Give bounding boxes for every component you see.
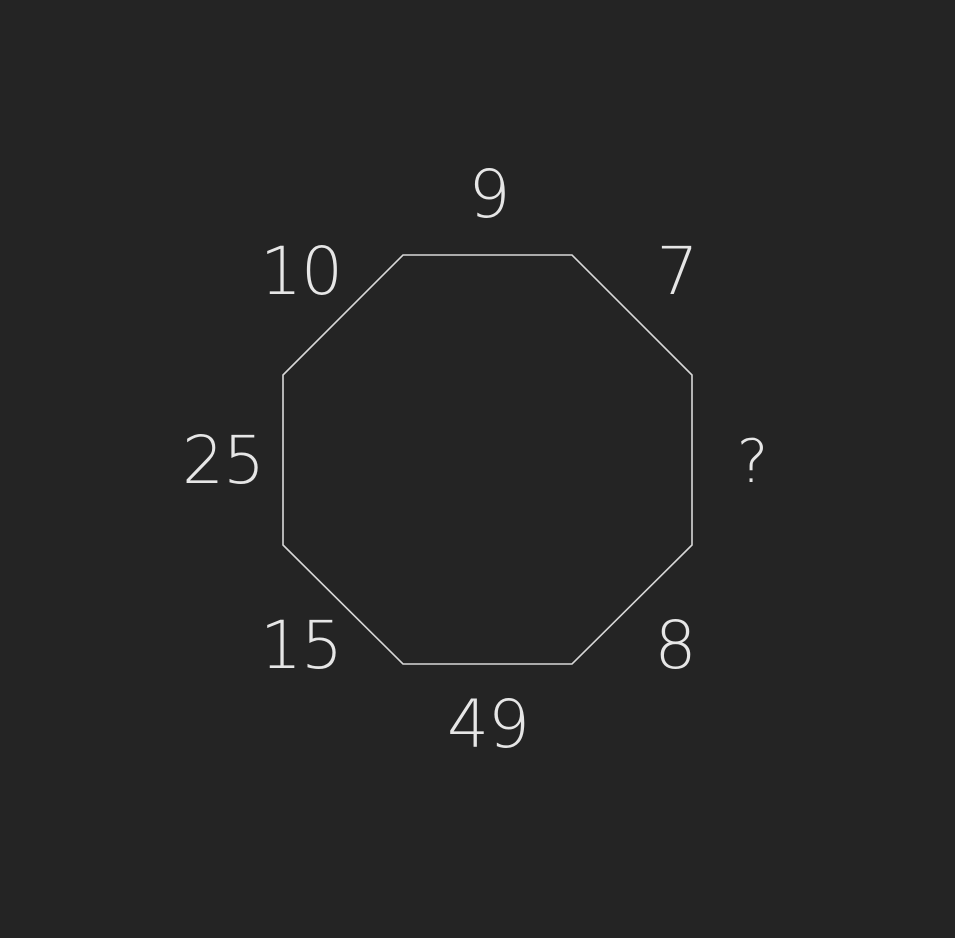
label-top-left: 10 [260,233,343,310]
octagon-shape [282,254,693,665]
label-right-question: ? [736,427,769,497]
label-bottom: 49 [447,686,530,763]
label-bottom-right: 8 [654,607,697,684]
label-left: 25 [182,422,265,499]
label-top-right: 7 [656,233,699,310]
label-bottom-left: 15 [260,607,343,684]
label-top: 9 [468,156,511,233]
